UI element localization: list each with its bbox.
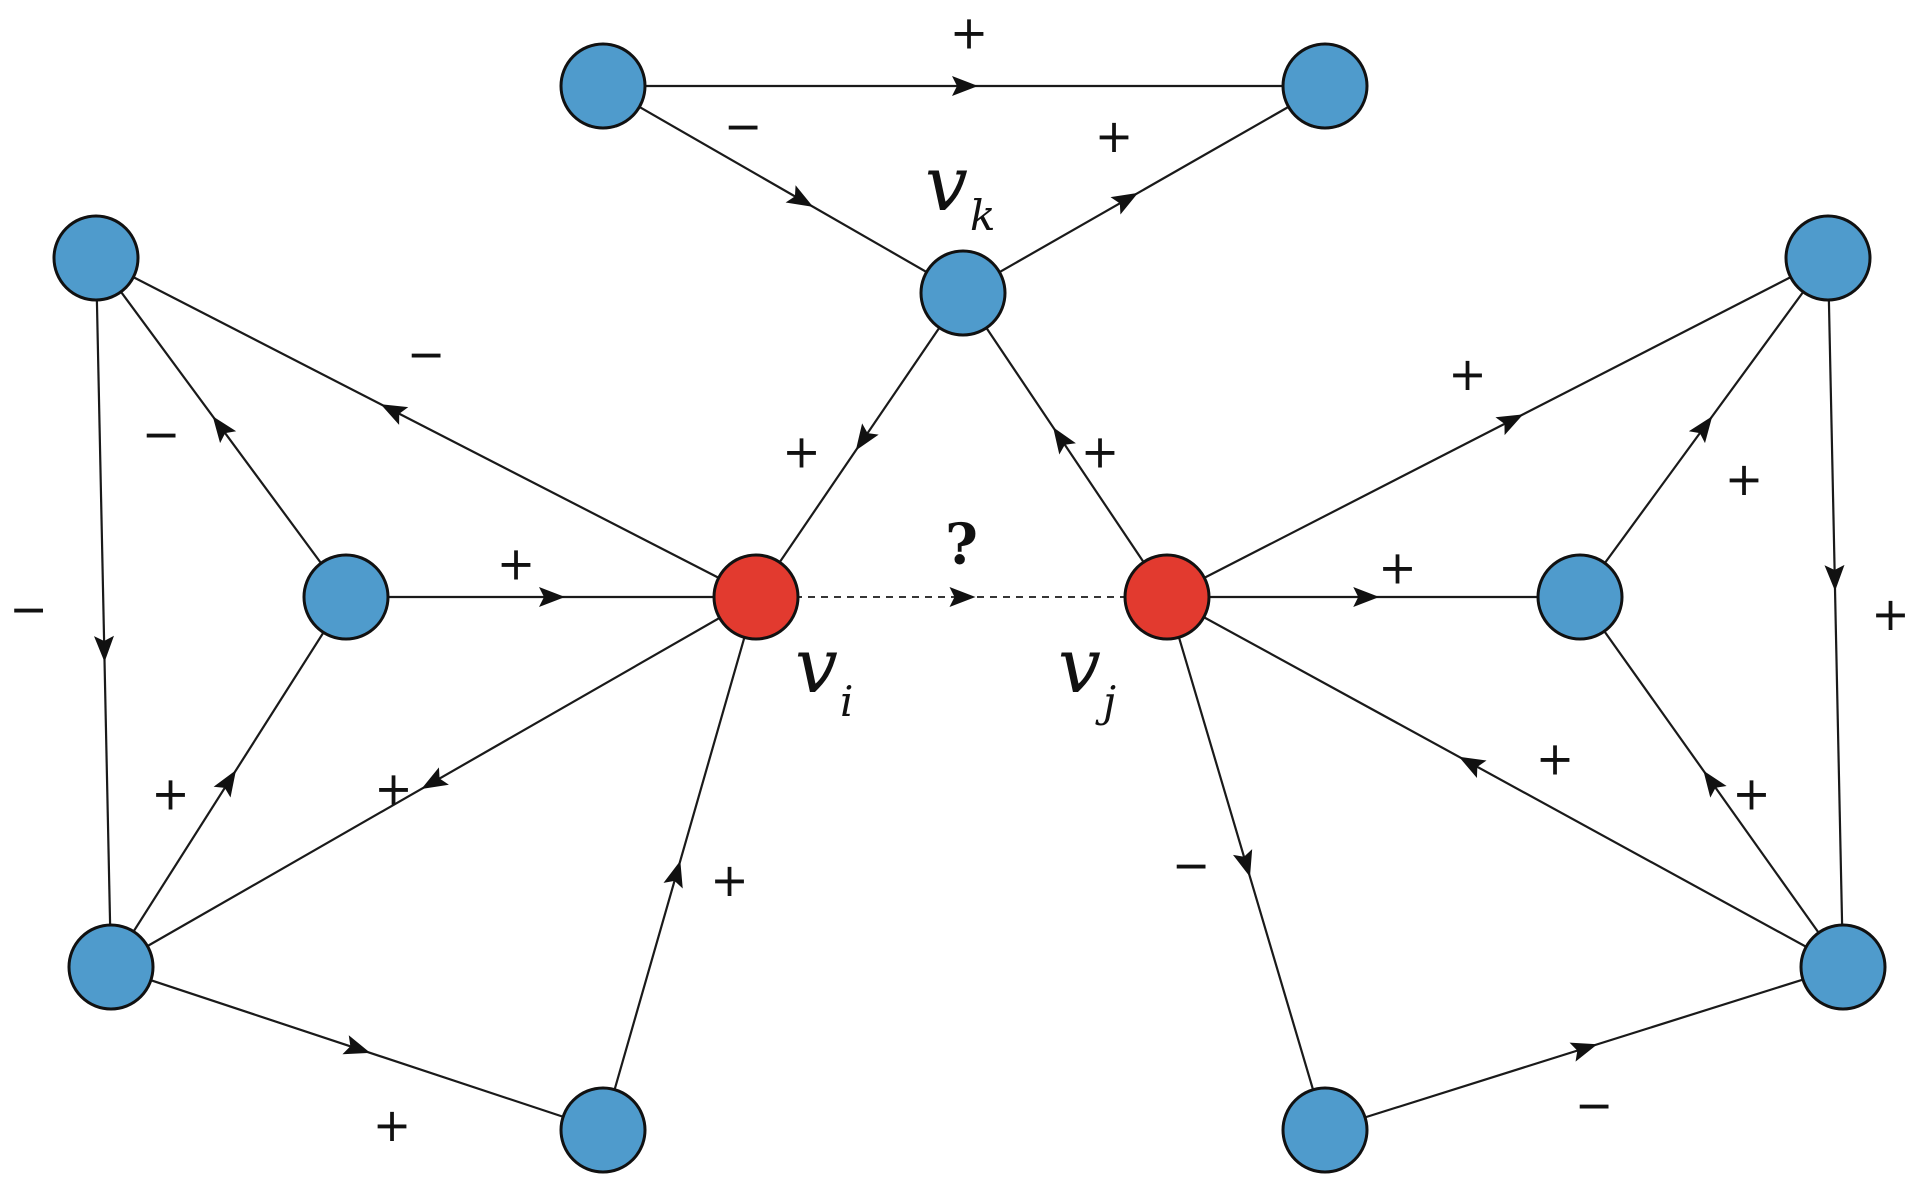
edge-sign-l4-vi: + <box>710 853 749 907</box>
arrows-layer <box>93 76 1845 1062</box>
arrow-r3-r2 <box>1703 770 1727 798</box>
edge-vj-r1 <box>1166 257 1829 598</box>
arrow-t1-t2 <box>952 76 978 96</box>
node-vi <box>712 553 800 641</box>
node-t1 <box>559 42 647 130</box>
node-label-vk-sub: k <box>970 191 995 240</box>
edge-sign-vi-l1: − <box>407 327 446 381</box>
node-r2 <box>1536 553 1624 641</box>
edge-sign-r2-r1: + <box>1725 452 1764 506</box>
node-vk <box>919 249 1007 337</box>
node-label-vi: vi <box>795 621 853 726</box>
edge-sign-l2-l1: − <box>142 407 181 461</box>
arrow-r2-r1 <box>1688 416 1713 444</box>
edge-sign-r1-r3: + <box>1871 587 1910 641</box>
edge-r3-vj <box>1166 596 1844 968</box>
arrow-vi-l3 <box>421 767 449 789</box>
arrow-r3-vj <box>1458 756 1487 779</box>
arrow-l1-l3 <box>93 635 114 662</box>
arrow-r1-r3 <box>1824 564 1845 592</box>
edge-signs-layer: + − + + +? − − − + + + + + + + + + + + − − <box>9 6 1910 1153</box>
node-l1 <box>52 214 140 302</box>
node-l2 <box>302 553 390 641</box>
edge-t1-vk <box>602 85 964 294</box>
edge-sign-l3-l4: + <box>373 1098 412 1152</box>
edge-sign-r3-r2: + <box>1732 767 1771 821</box>
node-label-vj: vj <box>1058 621 1116 726</box>
arrow-vj-vk <box>1053 427 1076 455</box>
edge-sign-t1-t2: + <box>950 6 989 60</box>
edge-sign-vi-l3: + <box>374 762 413 816</box>
edge-vk-t2 <box>962 85 1326 294</box>
edge-sign-r3-vj: + <box>1536 732 1575 786</box>
arrow-t1-vk <box>785 185 814 207</box>
node-t2 <box>1281 42 1369 130</box>
edge-sign-t1-vk: − <box>724 99 763 153</box>
arrow-vi-vj <box>949 587 976 607</box>
node-vj <box>1123 553 1211 641</box>
arrow-vi-l1 <box>380 404 409 425</box>
arrow-r4-r3 <box>1569 1042 1598 1062</box>
edge-sign-l1-l3: − <box>9 582 48 636</box>
edge-r1-r3 <box>1826 257 1845 968</box>
edge-sign-l2-vi: + <box>497 537 536 591</box>
edge-vi-l1 <box>95 257 757 598</box>
arrow-l2-l1 <box>212 416 237 444</box>
edge-sign-vk-vi: + <box>782 425 821 479</box>
arrow-vj-r2 <box>1353 587 1380 607</box>
edge-sign-vj-r4: − <box>1172 838 1211 892</box>
edge-sign-vj-r1: + <box>1448 347 1487 401</box>
node-label-vk: vk <box>925 139 995 240</box>
edge-sign-vk-t2: + <box>1095 109 1134 163</box>
edge-sign-r4-r3: − <box>1575 1078 1614 1132</box>
nodes-layer <box>52 42 1887 1174</box>
node-r3 <box>1799 923 1887 1011</box>
node-label-vk-main: v <box>925 139 968 228</box>
edge-l1-l3 <box>94 257 113 968</box>
arrow-vj-r1 <box>1495 414 1524 436</box>
node-r4 <box>1281 1086 1369 1174</box>
edge-sign-vj-vk: + <box>1081 425 1120 479</box>
edge-vj-vk <box>962 292 1168 598</box>
arrow-l4-vi <box>663 860 683 889</box>
node-r1 <box>1784 214 1872 302</box>
arrow-vj-r4 <box>1233 849 1253 877</box>
node-label-vj-main: v <box>1058 621 1101 710</box>
edge-sign-l3-l2: + <box>151 767 190 821</box>
query-sign-vi-vj: ? <box>945 512 978 578</box>
arrow-vk-t2 <box>1110 192 1139 215</box>
node-l3 <box>67 923 155 1011</box>
arrow-l3-l4 <box>342 1035 371 1055</box>
edge-sign-vj-r2: + <box>1378 541 1417 595</box>
node-label-vi-sub: i <box>840 677 853 726</box>
node-l4 <box>559 1086 647 1174</box>
arrow-l2-vi <box>539 587 565 607</box>
arrow-vk-vi <box>855 423 879 451</box>
node-label-vi-main: v <box>795 621 838 710</box>
arrow-l3-l2 <box>213 770 237 798</box>
